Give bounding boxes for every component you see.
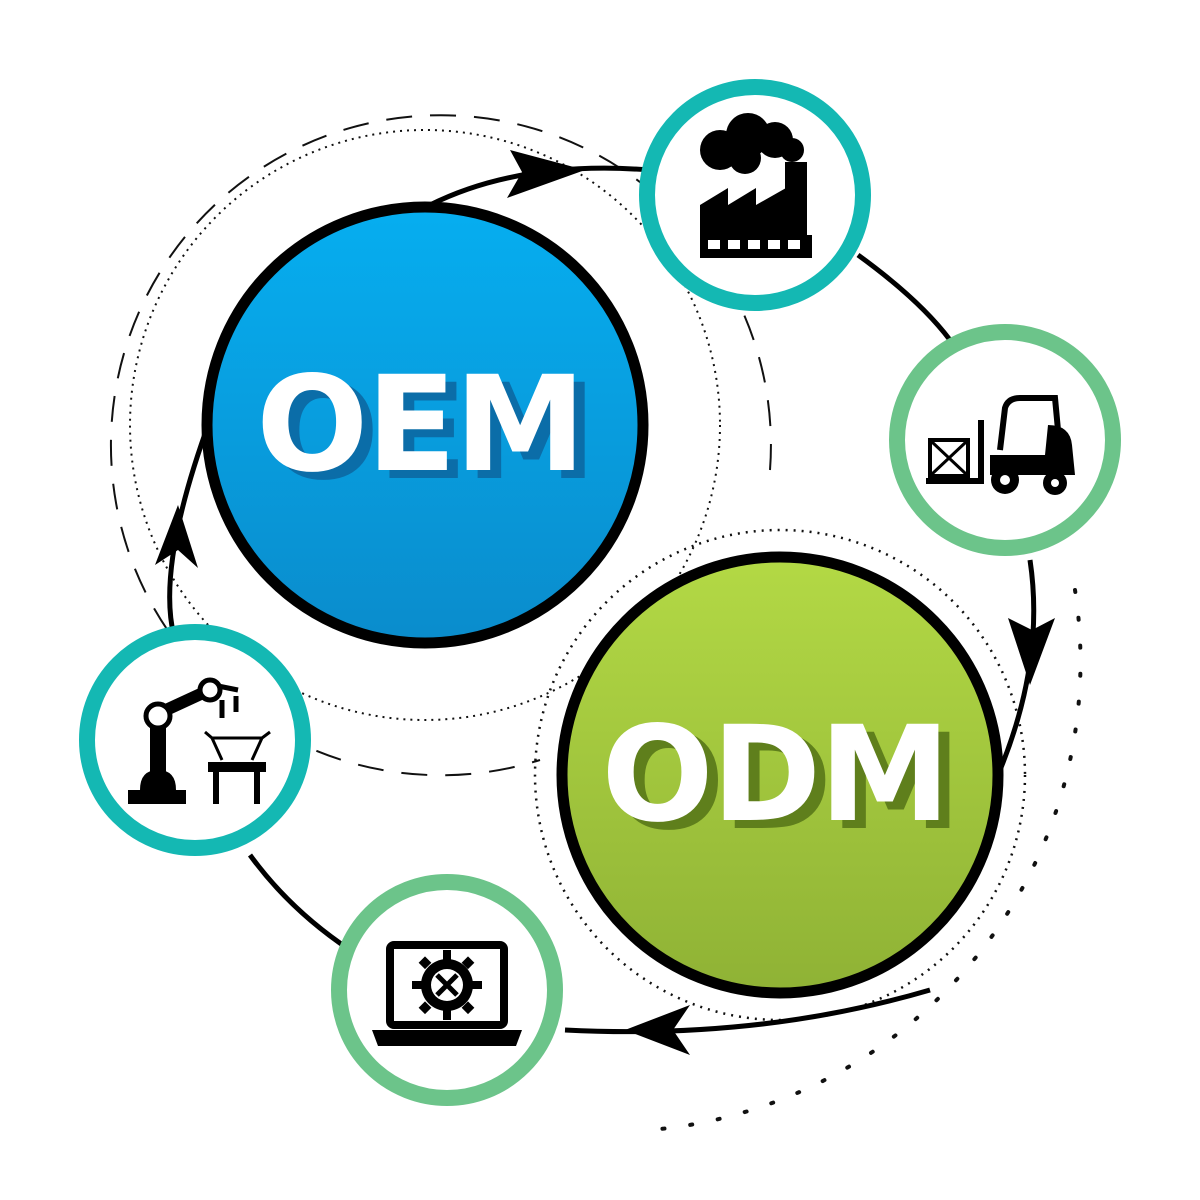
cycle-arc-bottom xyxy=(564,987,931,1035)
oem-label: OEM xyxy=(256,348,584,502)
cycle-arrows xyxy=(155,150,1055,1055)
odm-circle xyxy=(556,551,1004,999)
dotted-ring-oem xyxy=(129,129,721,721)
forklift-node xyxy=(889,324,1121,556)
arrowhead-right xyxy=(1008,618,1055,685)
cycle-arc-bottom-left xyxy=(247,853,352,953)
laptop-design-node xyxy=(331,874,563,1106)
robotic-arm-icon xyxy=(128,677,271,804)
oem-label-shadow: OEM xyxy=(267,356,595,510)
factory-icon xyxy=(700,113,812,258)
forklift-icon xyxy=(926,395,1075,495)
robotic-arm-node-ring xyxy=(79,624,311,856)
laptop-gear-icon xyxy=(372,941,522,1046)
arrowhead-bottom xyxy=(625,1005,690,1055)
odm-label-shadow: ODM xyxy=(612,706,959,860)
odm-hub: ODM ODM xyxy=(556,551,1004,999)
oem-hub: OEM OEM xyxy=(201,201,649,649)
arrowhead-left xyxy=(155,505,198,568)
arrowhead-top xyxy=(507,150,585,198)
cycle-arc-right-upper xyxy=(856,252,952,342)
odm-label: ODM xyxy=(601,698,948,852)
oem-circle xyxy=(201,201,649,649)
robotic-arm-node xyxy=(79,624,311,856)
factory-node xyxy=(639,79,871,311)
